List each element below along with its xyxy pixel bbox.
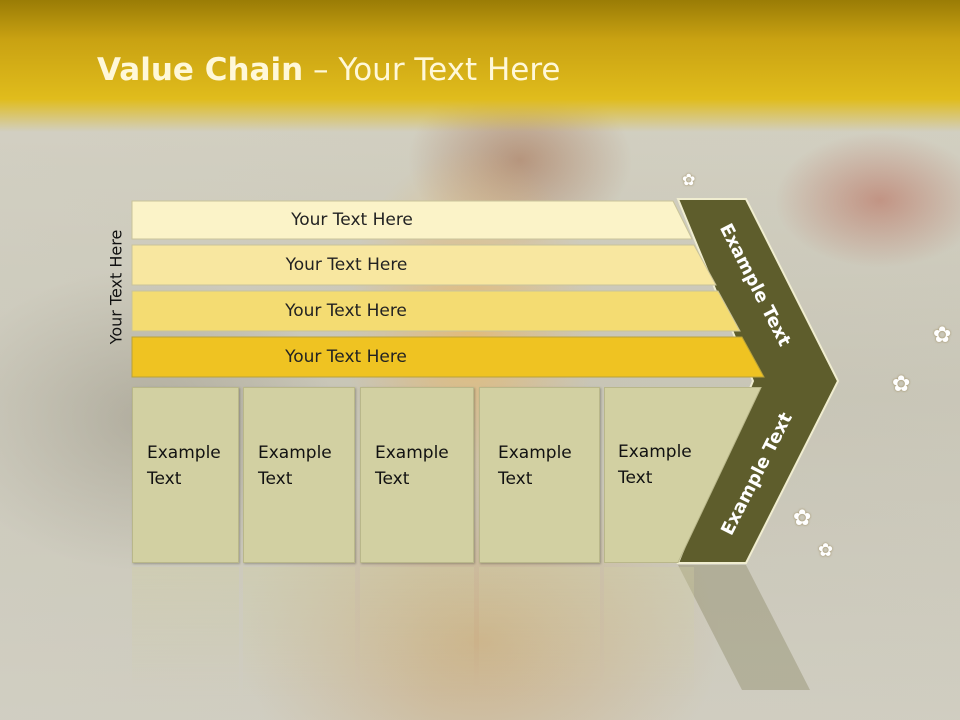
box-line-1: Example [147, 443, 221, 463]
bar-shape [131, 336, 765, 378]
value-chain-bar-2: Your Text Here [131, 244, 717, 286]
bar-shape [131, 200, 693, 240]
box-line-1: Example [618, 442, 692, 462]
flower-icon: ✿ [682, 170, 696, 189]
box-reflection [360, 567, 474, 697]
bar-label: Your Text Here [285, 255, 408, 275]
box-line-2: Text [498, 469, 533, 489]
title-rest: – Your Text Here [303, 52, 561, 88]
box-reflection [132, 567, 239, 697]
box-reflection [479, 567, 600, 697]
chevron-reflection [678, 565, 810, 690]
bar-shape [131, 244, 717, 286]
box-line-1: Example [258, 443, 332, 463]
title-bar [0, 0, 960, 132]
flower-icon: ✿ [892, 372, 911, 397]
flower-icon: ✿ [793, 506, 812, 531]
box-shape [604, 387, 762, 563]
value-chain-bar-3: Your Text Here [131, 290, 741, 332]
value-chain-bar-4: Your Text Here [131, 336, 765, 378]
box-line-1: Example [498, 443, 572, 463]
flower-icon: ✿ [818, 540, 834, 561]
bar-label: Your Text Here [291, 210, 413, 230]
box-line-1: Example [375, 443, 449, 463]
box-line-2: Text [258, 469, 293, 489]
box-line-2: Text [375, 469, 410, 489]
box-reflection [604, 567, 694, 697]
box-reflection [243, 567, 355, 697]
bar-shape [131, 290, 741, 332]
bar-label: Your Text Here [285, 347, 407, 367]
slide-title: Value Chain – Your Text Here [97, 52, 560, 88]
value-chain-bar-1: Your Text Here [131, 200, 693, 240]
bar-label: Your Text Here [285, 301, 407, 321]
box-line-2: Text [147, 469, 182, 489]
box-line-2: Text [618, 468, 653, 488]
title-bold: Value Chain [97, 52, 304, 88]
flower-icon: ✿ [933, 323, 952, 348]
